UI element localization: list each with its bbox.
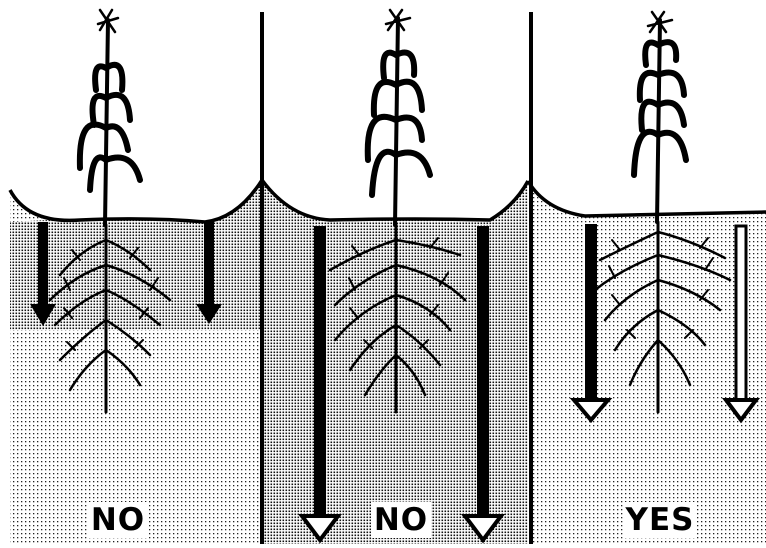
panel-1-label: NO (58, 502, 178, 538)
panel-3-label-text: YES (623, 502, 698, 538)
panel-2-label: NO (341, 502, 461, 538)
panel-3-soil (528, 181, 766, 544)
panel-2-label-text: NO (371, 502, 431, 538)
panel-1-label-text: NO (88, 502, 148, 538)
panel-3-label: YES (600, 502, 720, 538)
